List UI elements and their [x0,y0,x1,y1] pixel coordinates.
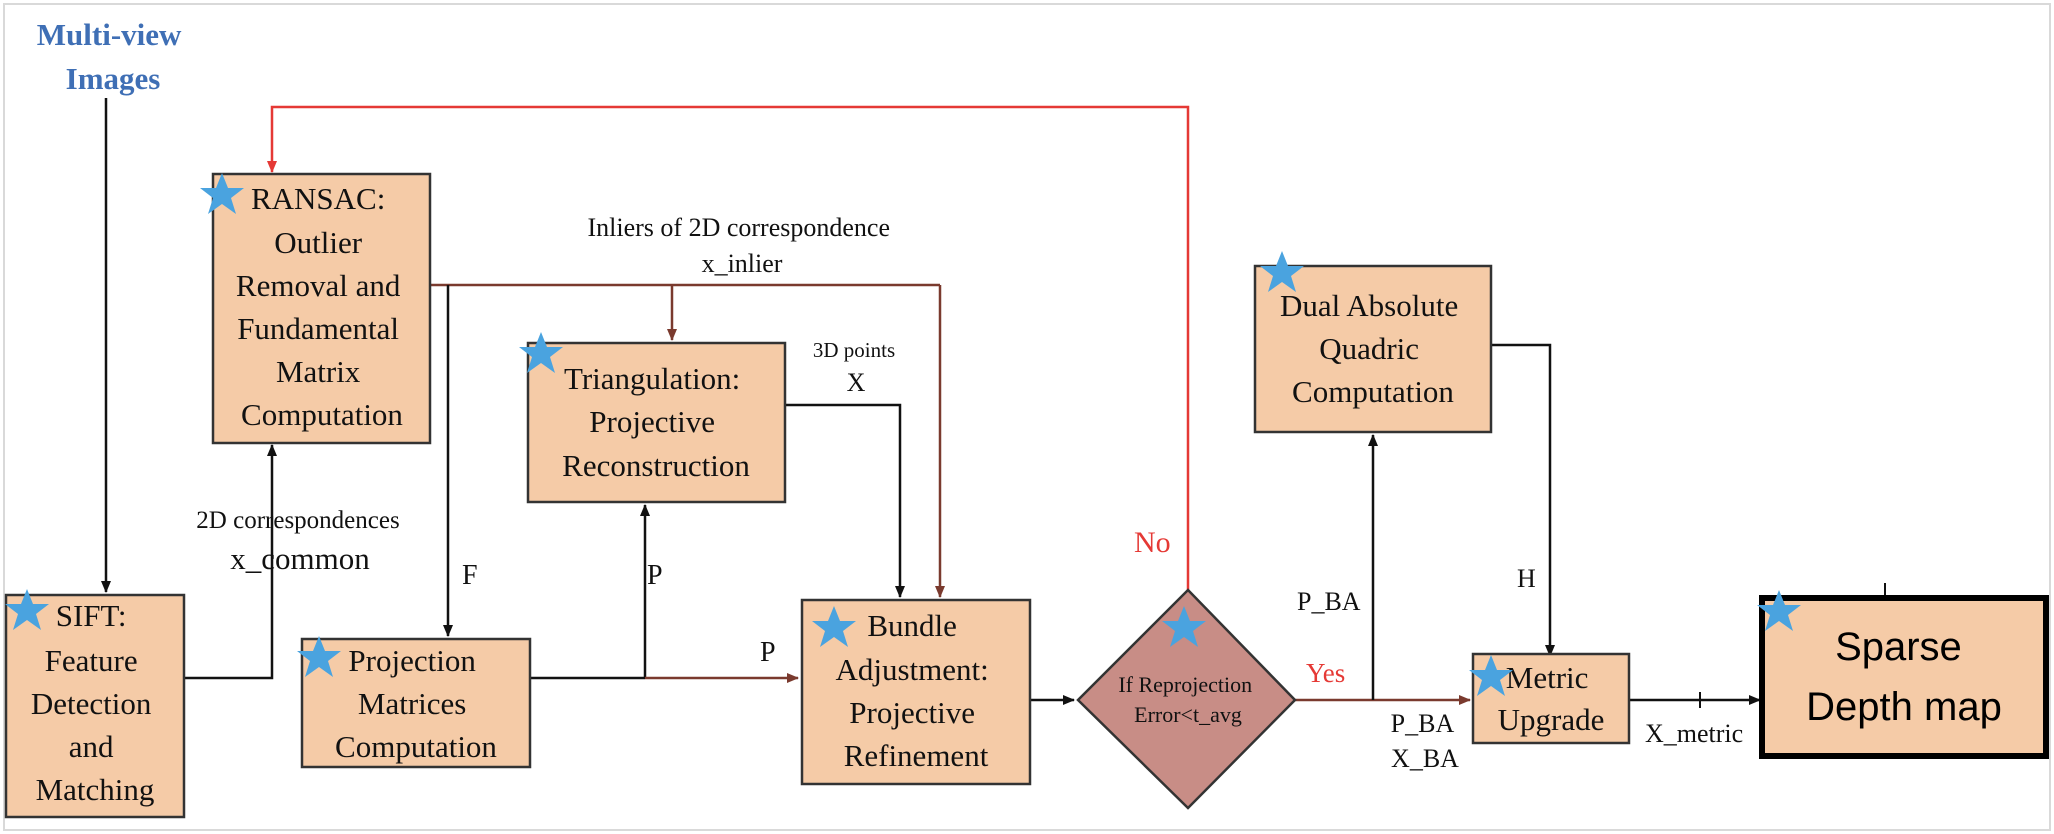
edges [101,98,1886,708]
label-no: No [1134,526,1171,559]
projection-text: Projection Matrices Computation [335,643,497,764]
sparse-text: Sparse Depth map [1806,625,2002,729]
node-sift[interactable]: SIFT: Feature Detection and Matching [4,593,186,819]
triangulation-text: Triangulation: Projective Reconstruction [562,361,750,483]
daq-box [1253,264,1493,434]
bundle-text: Bundle Adjustment: Projective Refinement [835,608,996,773]
label-3d-points: 3D points X [813,338,899,397]
label-yes: Yes [1306,658,1345,688]
metric-text: Metric Upgrade [1498,660,1605,737]
ransac-text: RANSAC: Outlier Removal and Fundamental … [236,181,408,432]
label-inliers: Inliers of 2D correspondence x_inlier [588,213,897,278]
edge-sift-to-ransac [184,444,277,680]
label-f: F [462,560,478,591]
node-ransac[interactable]: RANSAC: Outlier Removal and Fundamental … [211,172,432,445]
edge-daq-to-metric [1491,343,1555,657]
node-daq[interactable]: Dual Absolute Quadric Computation [1253,264,1493,434]
node-projection[interactable]: Projection Matrices Computation [300,637,532,769]
projection-box [300,637,532,769]
sparse-box [1759,595,2049,759]
sift-box [4,593,186,819]
ransac-box [211,172,432,445]
edge-no-loop [267,105,1190,590]
node-metric[interactable]: Metric Upgrade [1471,652,1631,745]
triangulation-box [526,341,787,504]
daq-text: Dual Absolute Quadric Computation [1280,288,1466,409]
node-decision[interactable]: If Reprojection Error<t_avg [1076,588,1297,810]
outer-frame [3,3,2051,831]
label-p-right: P [760,637,776,668]
input-label: Multi-view Images [37,17,189,96]
label-p-ba-x-ba: P_BA X_BA [1391,709,1460,773]
label-p-up: P [647,560,663,591]
edge-triangulation-to-bundle [785,403,905,598]
node-sparse-depth[interactable]: Sparse Depth map [1759,595,2049,759]
node-triangulation[interactable]: Triangulation: Projective Reconstruction [526,341,787,504]
label-h: H [1517,564,1536,593]
label-2d-correspondences: 2D correspondences x_common [196,507,403,576]
label-p-ba-up: P_BA [1297,587,1361,616]
sift-text: SIFT: Feature Detection and Matching [31,598,159,807]
metric-box [1471,652,1631,745]
label-x-metric: X_metric [1645,719,1743,748]
decision-diamond [1076,588,1297,810]
decision-text: If Reprojection Error<t_avg [1118,672,1257,727]
